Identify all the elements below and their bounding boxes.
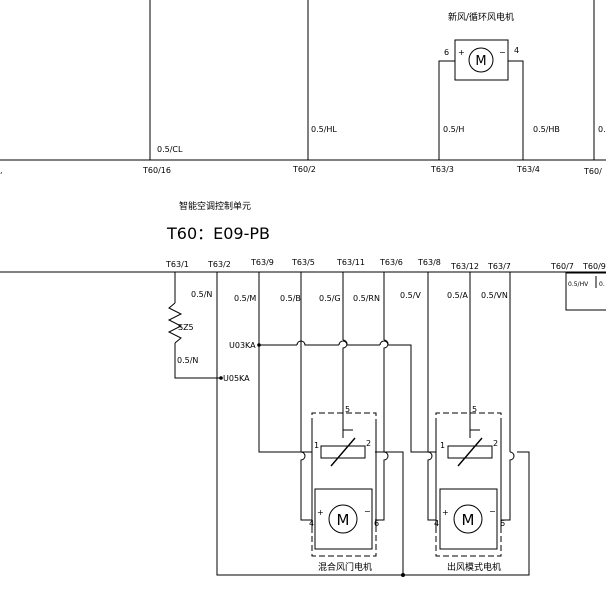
right-box-label-cut: 0. [599,281,605,288]
splice-u05ka [219,376,223,380]
motor1-pin-4: 4 [309,519,314,528]
blend-door-motor: 5 1 2 M + − 4 6 混合风门电机 [309,405,379,573]
motor2-pin-6: 6 [500,519,505,528]
splice-u03ka [257,343,261,347]
motor1-plus-sign: + [317,508,324,517]
connector-t63-3: T63/3 [430,165,454,174]
right-connector-box: 0.5/HV 0. [565,272,606,311]
motor2-caption: 出风模式电机 [447,561,501,573]
motor-plus-sign: + [458,48,465,57]
pin-t60-7: T60/7 [550,262,574,271]
motor2-letter: M [462,511,475,529]
motor1-pin-2: 2 [366,439,371,448]
wire-label-cl: 0.5/CL [157,145,183,154]
motor1-pin-6: 6 [374,519,379,528]
motor2-pin-4: 4 [434,519,439,528]
unit-name: 智能空调控制单元 [179,200,251,212]
connector-t63-4: T63/4 [516,165,540,174]
wire-label-rn: 0.5/RN [353,294,380,303]
wire-label-hl: 0.5/HL [311,125,337,134]
motor1-symbol [328,504,358,534]
wire-label-a: 0.5/A [447,291,468,300]
motor1-pin-1: 1 [314,441,319,450]
pin-t63-12: T63/12 [450,262,479,271]
right-box-label-hv: 0.5/HV [568,281,589,288]
motor-caption: 新风/循环风电机 [448,11,514,23]
motor-pin-left: 6 [444,48,449,57]
wire-label-g: 0.5/G [319,294,341,303]
wire-label-vn: 0.5/VN [481,291,508,300]
header-pins: T63/1 T63/2 T63/9 T63/5 T63/11 T63/6 T63… [165,258,606,271]
motor1-caption: 混合风门电机 [318,561,372,573]
splice-label-u05ka: U05KA [223,374,250,383]
wire-label-v: 0.5/V [400,291,421,300]
potentiometer-2 [447,445,493,459]
pot-pin-5: 5 [345,405,350,414]
connector-t60-16: T60/16 [142,166,171,175]
pin-t63-9: T63/9 [250,258,274,267]
pin-t63-5: T63/5 [291,258,315,267]
wire-label-h: 0.5/H [443,125,464,134]
motor-letter: M [475,54,486,69]
resistor-sz5 [167,302,183,344]
recirc-motor: M + − 6 4 新风/循环风电机 [444,11,519,81]
motor1-minus-sign: − [364,507,371,516]
pin-t63-2: T63/2 [207,260,231,269]
wire-label-cut: 0. [598,125,606,134]
wire-label-n2: 0.5/N [177,356,198,365]
pin-t63-11: T63/11 [336,258,365,267]
motor2-pin-2: 2 [493,439,498,448]
motor-symbol [468,47,494,73]
motor-minus-sign: − [499,48,506,57]
outlet-mode-motor: 5 1 2 M + − 4 6 出风模式电机 [434,405,505,573]
motor2-pin-1: 1 [440,441,445,450]
pin-t63-1: T63/1 [165,260,189,269]
connector-t60-cut: T60/ [583,167,602,176]
connector-cut-left: , [0,166,3,175]
wire-label-b: 0.5/B [280,294,301,303]
lower-wiring: SZ5 0.5/N 0.5/N U05KA 0.5/M 0.5/B 0.5/G … [167,272,530,577]
motor1-letter: M [337,511,350,529]
pin-t60-9: T60/9 [582,262,606,271]
motor2-minus-sign: − [489,507,496,516]
motor2-symbol [453,504,483,534]
unit-code: T60：E09-PB [166,224,270,243]
pot2-pin-5: 5 [472,405,477,414]
connector-t60-2: T60/2 [292,165,316,174]
pin-t63-8: T63/8 [417,258,441,267]
pin-t63-6: T63/6 [379,258,403,267]
wire-label-n1: 0.5/N [191,290,212,299]
potentiometer-1 [320,445,366,459]
pin-t63-7: T63/7 [487,262,511,271]
motor2-plus-sign: + [442,508,449,517]
top-section: M + − 6 4 新风/循环风电机 0.5/CL 0.5/HL 0.5/H 0… [0,0,606,176]
splice-label-u03ka: U03KA [229,341,256,350]
resistor-label: SZ5 [178,323,194,332]
wire-label-hb: 0.5/HB [533,125,560,134]
ground-junction [401,573,405,577]
wire-label-m: 0.5/M [234,294,256,303]
motor-pin-right: 4 [514,46,519,55]
